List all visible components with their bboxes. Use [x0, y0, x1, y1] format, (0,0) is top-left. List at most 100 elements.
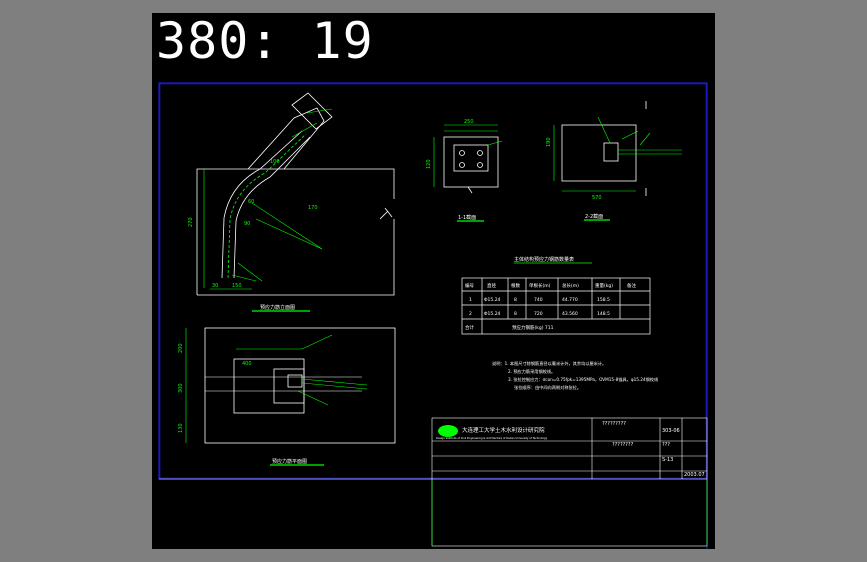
cad-drawing: 270 30 150 100 60 90 170 预应力筋立面图: [158, 82, 708, 549]
section-2-title: 2-2截面: [585, 213, 603, 220]
table-header-0: 编号: [465, 282, 474, 289]
dim-text-d570: 570: [592, 195, 602, 201]
table-total-label: 合计: [465, 324, 474, 331]
table-total-value: 预应力钢筋(kg) 711: [512, 324, 554, 331]
plan-annotations: [185, 328, 368, 466]
leader-1: [251, 202, 323, 250]
leader-3: [291, 122, 318, 138]
quantity-table: [461, 277, 651, 335]
section-1-core: [453, 144, 489, 172]
tb-cell-sheet: S-13: [662, 457, 673, 463]
elevation-annotations: [203, 108, 333, 312]
tb-cell-date: 2003.07: [684, 472, 705, 478]
duct-curve-2: [233, 136, 311, 279]
anchor-head: [291, 92, 333, 130]
tb-cell-name: ?????????: [602, 421, 626, 427]
plan-anchor-head: [287, 374, 303, 388]
note-line-4: 张拉顺序：由中间向两侧对称张拉。: [514, 384, 581, 391]
plan-tendon-3: [301, 378, 368, 386]
table-row-1-cell-4: 44.770: [562, 297, 578, 303]
school-name-cn: 大连理工大学土木水利设计研究院: [462, 426, 545, 434]
dim-text-d130: 130: [178, 423, 184, 433]
notes-block: 说明：1. 本图尺寸除钢筋直径以毫米计外，其余均以厘米计。 2. 预应力筋采用钢…: [492, 360, 659, 391]
leader-5: [231, 274, 257, 282]
duct-curve-3: [227, 133, 307, 279]
table-texts: 编号 直径 根数 单根长(m) 总长(m) 重量(kg) 备注 1 Φ15.24…: [465, 282, 636, 331]
table-header-5: 重量(kg): [595, 282, 613, 289]
tb-cell-drawing-no: 303-06: [662, 428, 680, 434]
section-1-texts: 250 120: [426, 119, 474, 169]
plan-title: 预应力筋平面图: [272, 458, 307, 465]
dim-text-d120: 120: [426, 159, 432, 169]
section-1-duct-3: [459, 162, 465, 168]
section-2-anchor: [603, 142, 619, 162]
leader-2: [255, 218, 323, 250]
table-row-2-cell-0: 2: [469, 311, 472, 317]
note-line-3: 3. 张拉控制应力：σcon=0.75fpk=1395MPa，OVM15-8锚具…: [508, 376, 659, 383]
drawing-frame-outer: [158, 82, 708, 480]
dim-text-d150: 150: [232, 283, 242, 289]
cad-viewport[interactable]: 270 30 150 100 60 90 170 预应力筋立面图: [152, 13, 715, 549]
drawing-frame-inner: [159, 83, 707, 479]
section-2-view: [561, 124, 637, 182]
title-block-cells: 303-06 ??? S-13 2003.07 ???????? ???????…: [602, 421, 705, 478]
table-header-3: 单根长(m): [529, 282, 551, 289]
table-row-2-cell-1: Φ15.24: [484, 311, 501, 317]
section-1-leader: [487, 140, 503, 146]
section-1-break: [467, 186, 473, 194]
plan-leader-2: [297, 390, 329, 406]
note-line-1: 说明：1. 本图尺寸除钢筋直径以毫米计外，其余均以厘米计。: [492, 360, 606, 367]
section-2-annotations: [553, 116, 682, 221]
table-row-1-cell-5: 158.5: [597, 297, 610, 303]
section-1-duct-1: [459, 150, 465, 156]
plan-anchor-zone: [233, 358, 305, 414]
elevation-texts: 270 30 150 100 60 90 170: [188, 159, 318, 289]
table-row-1-cell-0: 1: [469, 297, 472, 303]
table-row-1-cell-1: Φ15.24: [484, 297, 501, 303]
table-row-1-cell-2: 8: [514, 297, 517, 303]
section-2-leader-3: [639, 132, 651, 146]
dim-text-d300: 300: [178, 383, 184, 393]
dim-text-d190: 190: [546, 137, 552, 147]
elevation-view: [196, 92, 395, 296]
duct-curve-1: [221, 130, 303, 279]
dim-text-d90: 90: [244, 221, 250, 227]
school-name-en: Design Institute of Civil Engineering & …: [436, 436, 548, 440]
dim-text-d250: 250: [464, 119, 474, 125]
table-row-1-cell-3: 740: [534, 297, 543, 303]
table-title: 主体结构预应力钢筋数量表: [514, 256, 574, 263]
dim-text-d200: 200: [178, 343, 184, 353]
leader-6: [237, 262, 263, 282]
tb-cell-unknown-1: ???: [662, 442, 670, 448]
title-block-green: [431, 479, 708, 546]
table-header-4: 总长(m): [562, 282, 579, 289]
section-1-duct-2: [477, 150, 483, 156]
school-logo: [438, 425, 458, 437]
table-header-6: 备注: [627, 282, 636, 289]
elevation-title: 预应力筋立面图: [260, 304, 295, 311]
section-2-leader-1: [597, 116, 611, 144]
table-row-2-cell-3: 720: [534, 311, 543, 317]
section-1-view: [443, 136, 499, 194]
table-header-2: 根数: [511, 282, 520, 289]
section-1-annotations: [433, 124, 503, 222]
dim-text-d400: 400: [242, 361, 252, 367]
section-1-outline: [443, 136, 499, 188]
dim-text-d30: 30: [212, 283, 218, 289]
section-1-duct-4: [477, 162, 483, 168]
note-line-2: 2. 预应力筋采用钢绞线。: [508, 368, 555, 375]
plan-leader-1: [301, 334, 333, 350]
break-line-2: [379, 210, 389, 220]
table-row-2-cell-4: 43.560: [562, 311, 578, 317]
dim-text-d100: 100: [270, 159, 280, 165]
beam-outline: [196, 168, 395, 295]
plan-anchor-plate: [273, 368, 305, 404]
table-border: [461, 277, 651, 335]
section-2-leader-2: [621, 130, 639, 140]
plan-tendon-4: [301, 382, 368, 390]
leader-4: [306, 108, 333, 114]
dim-text-d270: 270: [188, 217, 194, 227]
plan-outline: [204, 327, 396, 444]
tb-cell-project: ????????: [612, 442, 634, 448]
break-line: [384, 207, 393, 218]
